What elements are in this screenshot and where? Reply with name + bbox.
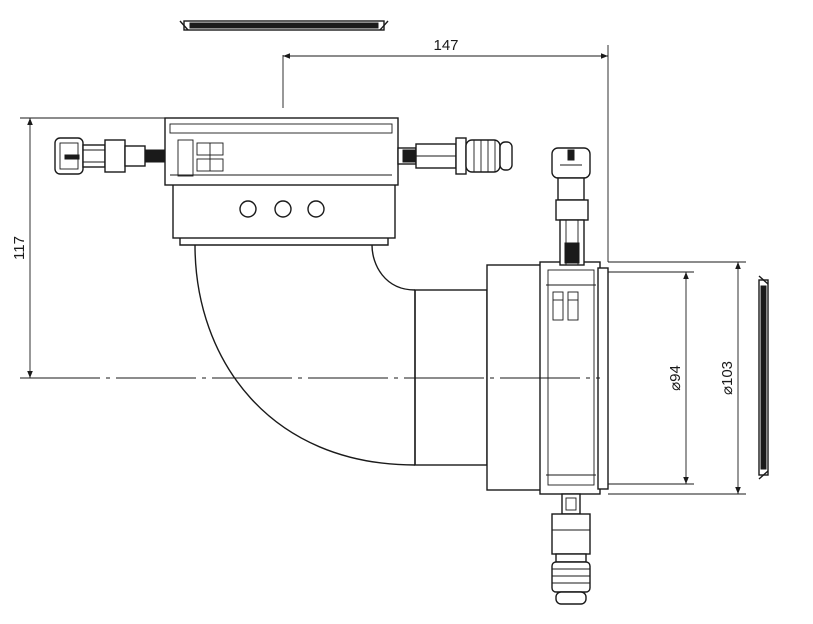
upper-vertical-connector	[551, 147, 591, 266]
dimension-height-label: 117	[11, 236, 28, 260]
top-socket	[164, 117, 399, 246]
dimension-outer-diameter: ⌀103	[608, 261, 746, 495]
socket-hole-1	[239, 200, 257, 218]
top-seal-ring	[179, 20, 389, 31]
right-top-connector	[397, 137, 513, 175]
dimension-inner-diameter-label: ⌀94	[667, 365, 684, 391]
dimension-outer-diameter-label: ⌀103	[719, 361, 736, 395]
dimension-width-label: 147	[433, 37, 458, 54]
elbow-body	[194, 244, 488, 466]
lower-vertical-connector	[551, 493, 591, 605]
right-seal-ring	[758, 275, 769, 480]
dimension-width: 147	[282, 37, 609, 262]
left-connector	[54, 137, 166, 175]
socket-hole-3	[307, 200, 325, 218]
socket-hole-2	[274, 200, 292, 218]
dimension-inner-diameter: ⌀94	[608, 271, 694, 485]
dimension-height: 117	[11, 117, 165, 378]
